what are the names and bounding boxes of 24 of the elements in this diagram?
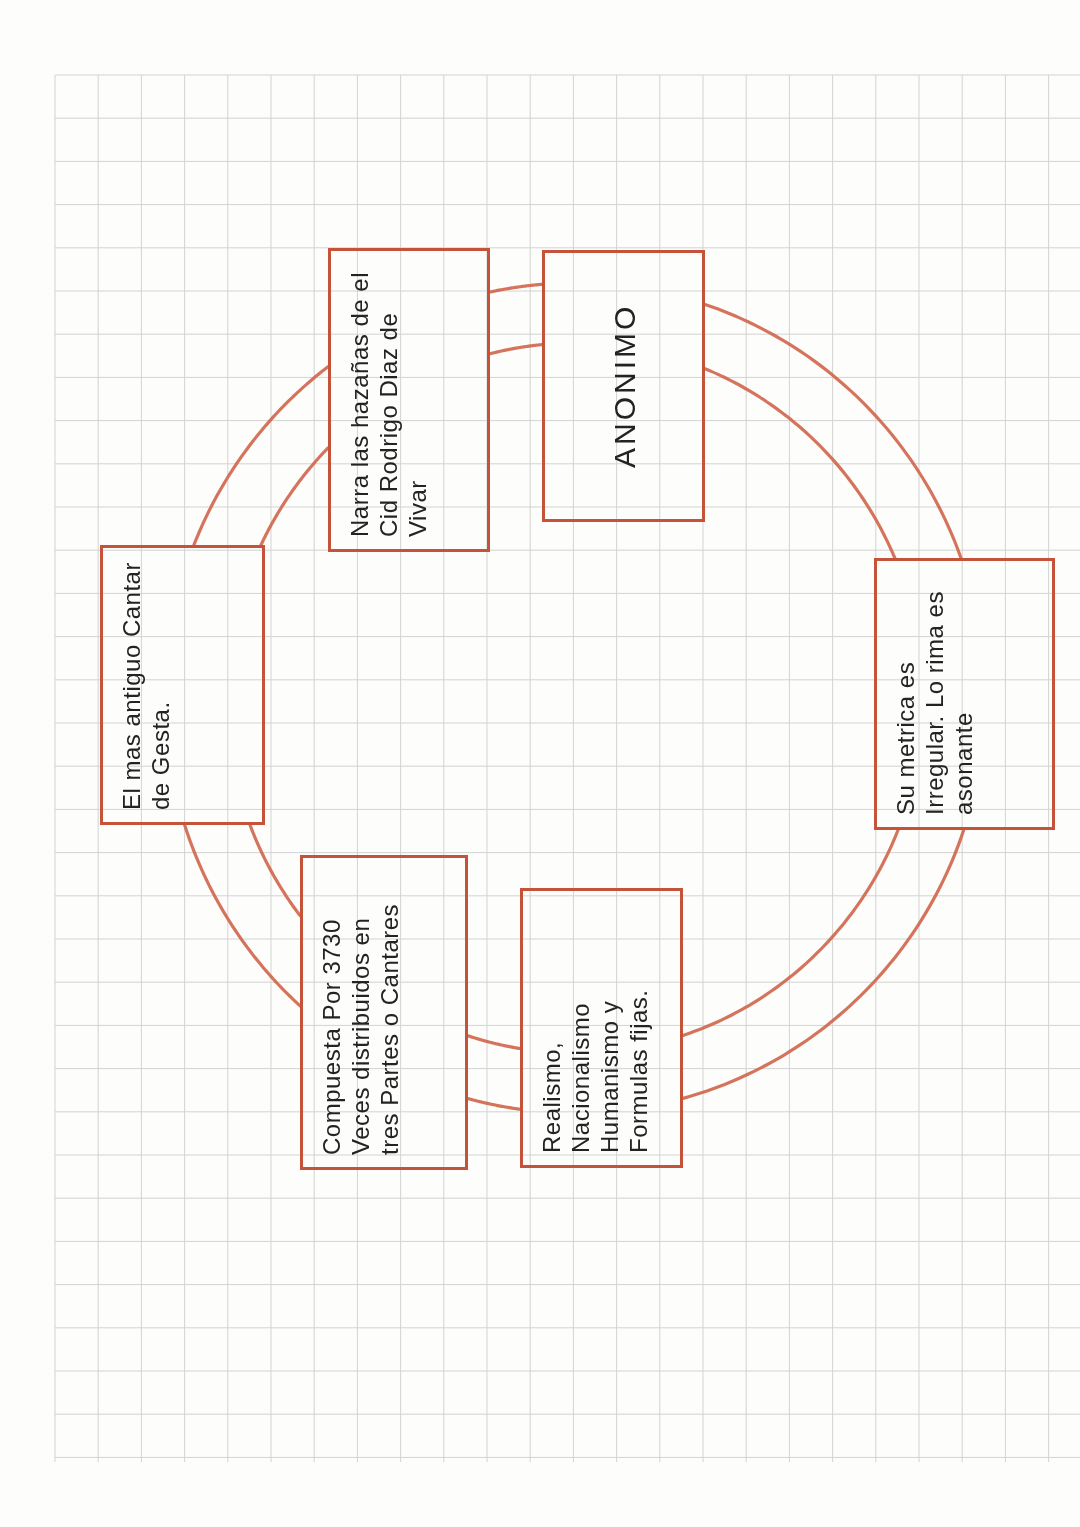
note-text: Narra las hazañas de el Cid Rodrigo Diaz de Vivar [345,271,432,537]
note-box [328,248,490,552]
note-box [874,558,1055,830]
connector-line [703,367,897,560]
connector-line [183,823,302,1008]
connector-line [488,343,544,356]
connector-line [259,446,330,547]
connector-line [466,1034,522,1051]
note-box [542,250,705,522]
connector-line [466,1097,522,1111]
connector-line [703,302,963,560]
connector-line [681,828,900,1038]
note-text: Su metrica es Irregular. Lo rima es asonante [891,590,978,815]
note-text: Compuesta Por 3730 Veces distribuidos en tres Partes o Cantares [317,902,404,1155]
connector-line [488,282,544,294]
note-text: ANONIMO [609,302,638,471]
connector-line [192,365,330,547]
note-box [520,888,683,1168]
connector-line [248,823,302,918]
connector-line [681,828,966,1100]
note-box [100,545,265,825]
note-box [300,855,468,1170]
note-text: El mas antiguo Cantar de Gesta. [117,561,175,810]
note-text: Realismo, Nacionalismo Humanismo y Formulas fijas. [537,988,653,1153]
